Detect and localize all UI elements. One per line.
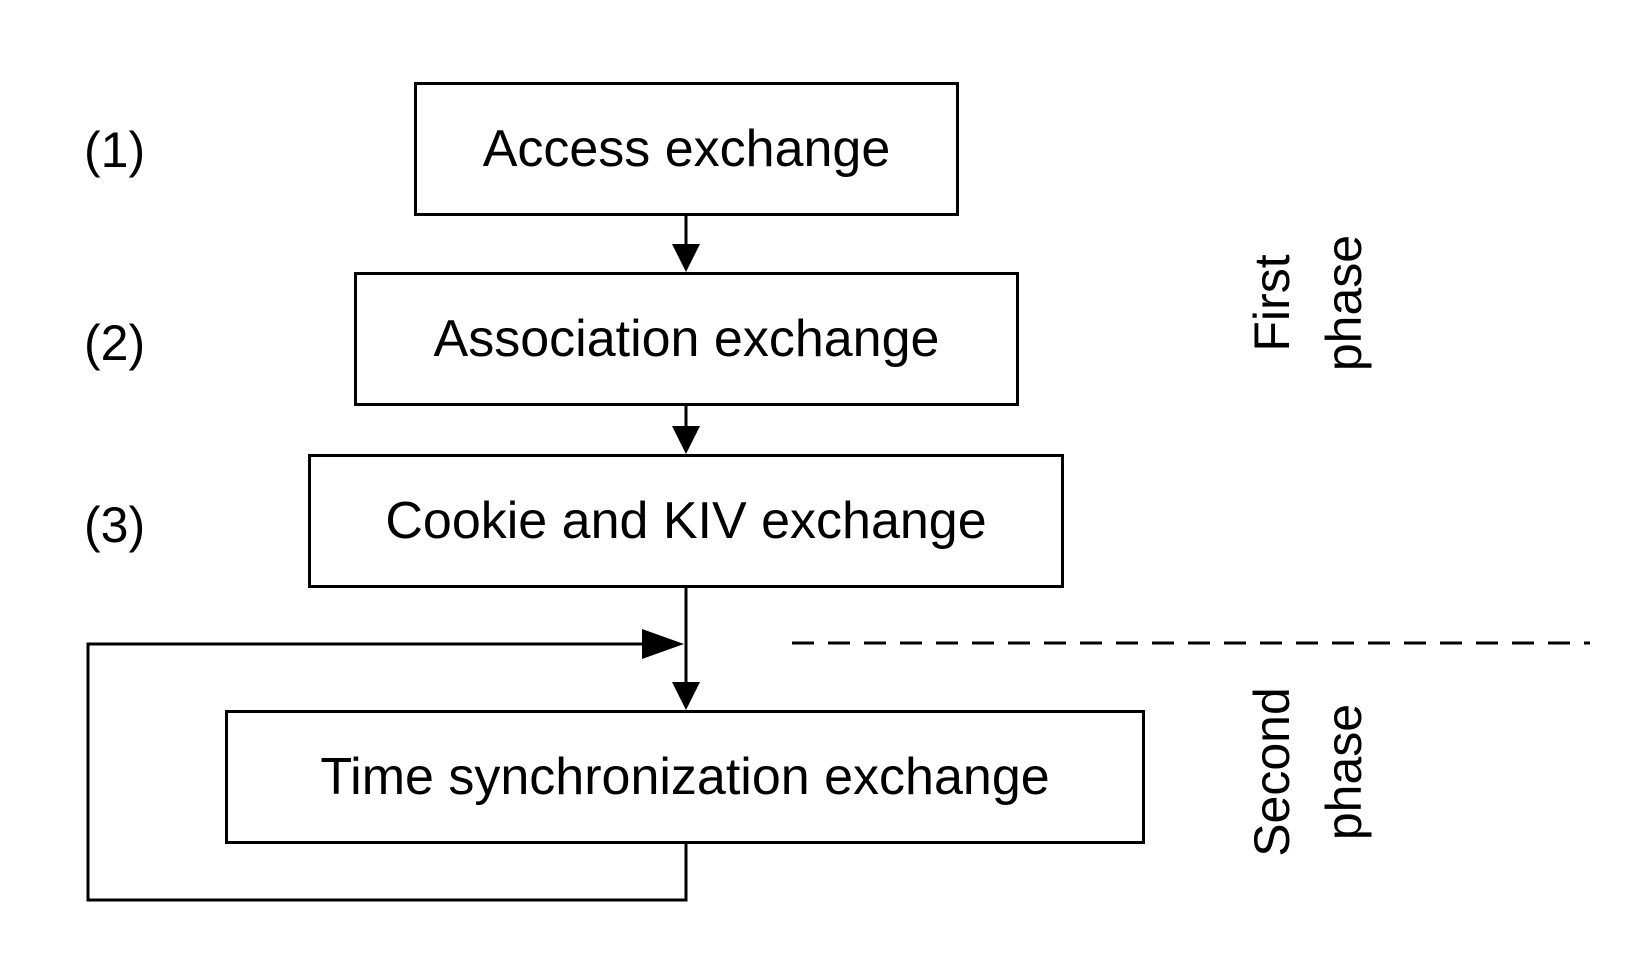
arrow-head-3 <box>672 682 700 710</box>
loop-back-line <box>86 642 688 902</box>
cookie-kiv-exchange-box: Cookie and KIV exchange <box>308 454 1064 588</box>
arrow-head-1 <box>672 244 700 272</box>
access-exchange-label: Access exchange <box>482 120 891 178</box>
association-exchange-label: Association exchange <box>433 310 940 368</box>
cookie-kiv-exchange-label: Cookie and KIV exchange <box>385 492 987 550</box>
access-exchange-box: Access exchange <box>414 82 959 216</box>
time-sync-exchange-box: Time synchronization exchange <box>225 710 1145 844</box>
arrow-head-2 <box>672 426 700 454</box>
second-phase-label: Second phase <box>1236 667 1380 877</box>
step-number-2: (2) <box>84 315 146 371</box>
second-phase-line-2: phase <box>1316 703 1372 841</box>
step-number-1: (1) <box>84 122 146 178</box>
first-phase-line-1: First <box>1244 254 1300 352</box>
step-number-3: (3) <box>84 497 146 553</box>
second-phase-line-1: Second <box>1244 687 1300 857</box>
first-phase-line-2: phase <box>1316 234 1372 372</box>
association-exchange-box: Association exchange <box>354 272 1019 406</box>
first-phase-label: First phase <box>1236 213 1380 393</box>
time-sync-exchange-label: Time synchronization exchange <box>320 748 1050 806</box>
loop-arrow-head <box>642 629 684 659</box>
